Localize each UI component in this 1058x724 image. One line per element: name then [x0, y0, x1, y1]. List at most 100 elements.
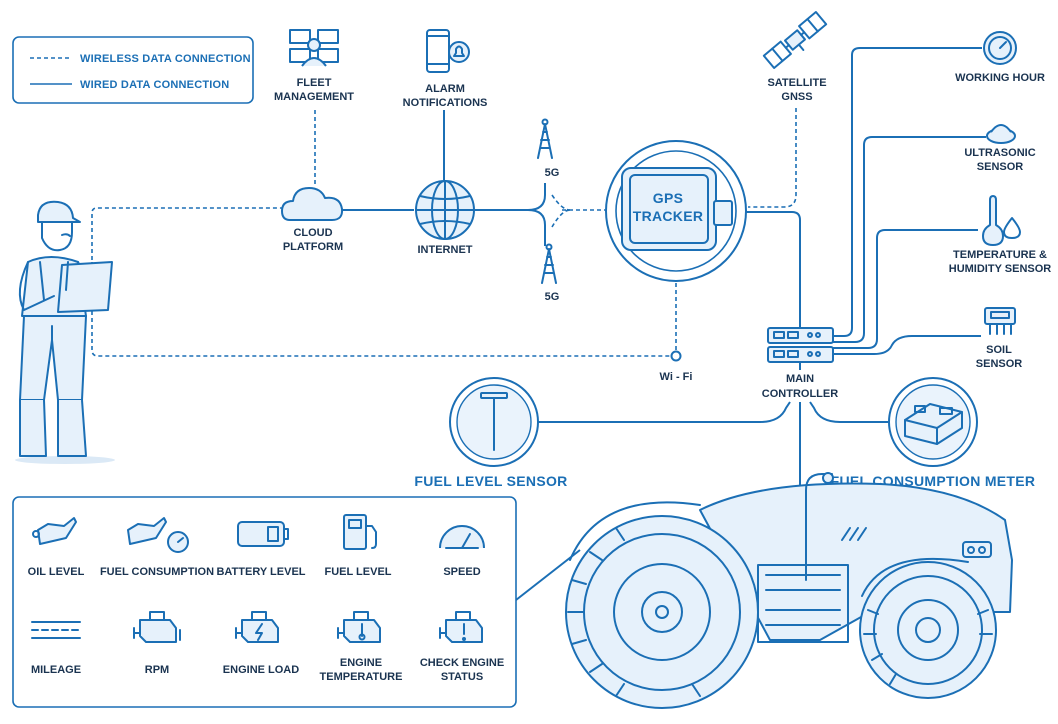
main-controller-label-line2: CONTROLLER — [762, 388, 838, 400]
fuel-probe-icon — [480, 392, 508, 451]
wired-line-working-hour — [833, 47, 982, 337]
main-controller-label-line1: MAIN — [786, 373, 814, 385]
temperature-humidity-sensor: TEMPERATURE & HUMIDITY SENSOR — [949, 195, 1052, 275]
working-hour-label: WORKING HOUR — [955, 72, 1045, 84]
ultrasonic-label-line2: SENSOR — [977, 161, 1024, 173]
engine-load-icon — [235, 611, 279, 643]
cloud-icon — [281, 187, 344, 221]
wireless-line-farmer-cloud — [91, 207, 285, 260]
cap — [37, 200, 81, 223]
head — [41, 221, 73, 252]
temperature-label-line2: HUMIDITY SENSOR — [949, 263, 1052, 275]
alarm-notifications-label-line2: NOTIFICATIONS — [403, 97, 488, 109]
wifi-dot-icon — [670, 350, 682, 362]
panel-label-oil-level: OIL LEVEL — [28, 566, 85, 578]
panel-label-check-engine-line2: STATUS — [441, 671, 483, 683]
fuel-consumption-meter-node: FUEL CONSUMPTION METER — [831, 377, 1035, 489]
wireless-line-tower-top-gps — [551, 194, 571, 211]
tower-top-node: 5G — [537, 118, 559, 179]
fleet-management-label-line2: MANAGEMENT — [274, 91, 354, 103]
wifi-label: Wi - Fi — [660, 371, 693, 383]
connections — [91, 47, 986, 601]
gauge-clock-icon — [983, 31, 1017, 65]
working-hour-sensor: WORKING HOUR — [955, 31, 1045, 84]
ultrasonic-label-line1: ULTRASONIC — [964, 147, 1035, 159]
fuel-pump-icon — [343, 514, 377, 550]
internet-node: INTERNET — [415, 180, 475, 256]
tractor-rear-wheel — [565, 515, 759, 709]
speedometer-icon — [439, 525, 485, 549]
panel-label-mileage: MILEAGE — [31, 664, 81, 676]
wired-line-fuel-meter — [809, 401, 888, 423]
wired-line-tower-top — [527, 183, 546, 211]
tractor-front-wheel — [859, 561, 997, 699]
fleet-management-node: FLEET MANAGEMENT — [274, 29, 354, 103]
tractor-exhaust — [805, 473, 833, 581]
gps-inner-ring — [615, 150, 737, 272]
panel-label-battery-level: BATTERY LEVEL — [216, 566, 305, 578]
main-controller-node: MAIN CONTROLLER — [762, 327, 838, 400]
cloud-platform-node: CLOUD PLATFORM — [281, 187, 344, 253]
panel-label-fuel-level: FUEL LEVEL — [324, 566, 391, 578]
left-boot — [19, 399, 47, 457]
gps-tracker-node: GPS TRACKER — [605, 140, 747, 282]
soil-probe-icon — [984, 307, 1016, 335]
fuel-meter-outer-ring — [888, 377, 978, 467]
controller-icon — [767, 327, 834, 363]
internet-label: INTERNET — [418, 244, 473, 256]
wired-line-gps-controller — [746, 211, 801, 328]
wireless-line-tower-bottom-gps — [551, 209, 571, 228]
gps-tracker-label-line2: TRACKER — [633, 208, 704, 224]
road-icon — [31, 621, 81, 639]
panel-label-engine-load: ENGINE LOAD — [223, 664, 299, 676]
fuel-level-sensor-label: FUEL LEVEL SENSOR — [414, 473, 567, 489]
battery-icon — [237, 521, 289, 547]
wired-line-panel-tractor — [515, 549, 581, 601]
tower-bottom-label: 5G — [545, 291, 560, 303]
engine-icon — [133, 611, 181, 643]
soil-label-line1: SOIL — [986, 344, 1012, 356]
wired-line-tower-bottom — [527, 209, 546, 246]
alarm-notifications-node: ALARM NOTIFICATIONS — [403, 29, 488, 109]
tractor-illustration — [565, 472, 1013, 709]
panel-frame — [12, 496, 517, 708]
thermometer-droplet-icon — [982, 195, 1021, 246]
cell-tower-icon — [541, 243, 557, 284]
cloud-platform-label-line1: CLOUD — [293, 227, 332, 239]
satellite-label-line1: SATELLITE — [767, 77, 826, 89]
legend-box — [12, 36, 254, 104]
panel-label-engine-temperature-line1: ENGINE — [340, 657, 382, 669]
farmer-illustration — [15, 200, 115, 464]
soil-sensor: SOIL SENSOR — [976, 307, 1023, 370]
panel-label-rpm: RPM — [145, 664, 169, 676]
tower-bottom-node: 5G — [541, 243, 560, 303]
legend: WIRELESS DATA CONNECTION WIRED DATA CONN… — [12, 36, 254, 104]
ultrasonic-sensor: ULTRASONIC SENSOR — [964, 124, 1036, 173]
gps-device-icon — [621, 167, 733, 251]
tablet — [57, 261, 113, 313]
legend-wired-label: WIRED DATA CONNECTION — [80, 79, 229, 91]
cell-tower-icon — [537, 118, 553, 159]
gps-outer-ring — [605, 140, 747, 282]
right-boot — [57, 399, 87, 457]
engine-temperature-icon — [337, 611, 381, 643]
globe-icon — [415, 180, 475, 240]
fleet-management-icon — [289, 29, 339, 67]
fuel-level-outer-ring — [449, 377, 539, 467]
satellite-node: SATELLITE GNSS — [762, 11, 828, 103]
panel-label-fuel-consumption: FUEL CONSUMPTION — [100, 566, 214, 578]
oil-can-icon — [32, 517, 77, 545]
satellite-label-line2: GNSS — [781, 91, 812, 103]
wireless-line-farmer-wifi — [91, 262, 672, 357]
fuel-level-sensor-node: FUEL LEVEL SENSOR — [414, 377, 567, 489]
temperature-label-line1: TEMPERATURE & — [953, 249, 1047, 261]
soil-label-line2: SENSOR — [976, 358, 1023, 370]
fleet-management-label-line1: FLEET — [297, 77, 332, 89]
wired-line-soil — [833, 335, 981, 355]
check-engine-icon — [439, 611, 483, 643]
panel-label-speed: SPEED — [443, 566, 480, 578]
legend-wireless-label: WIRELESS DATA CONNECTION — [80, 53, 251, 65]
wired-line-fuel-level — [538, 401, 791, 423]
panel-label-check-engine-line1: CHECK ENGINE — [420, 657, 504, 669]
